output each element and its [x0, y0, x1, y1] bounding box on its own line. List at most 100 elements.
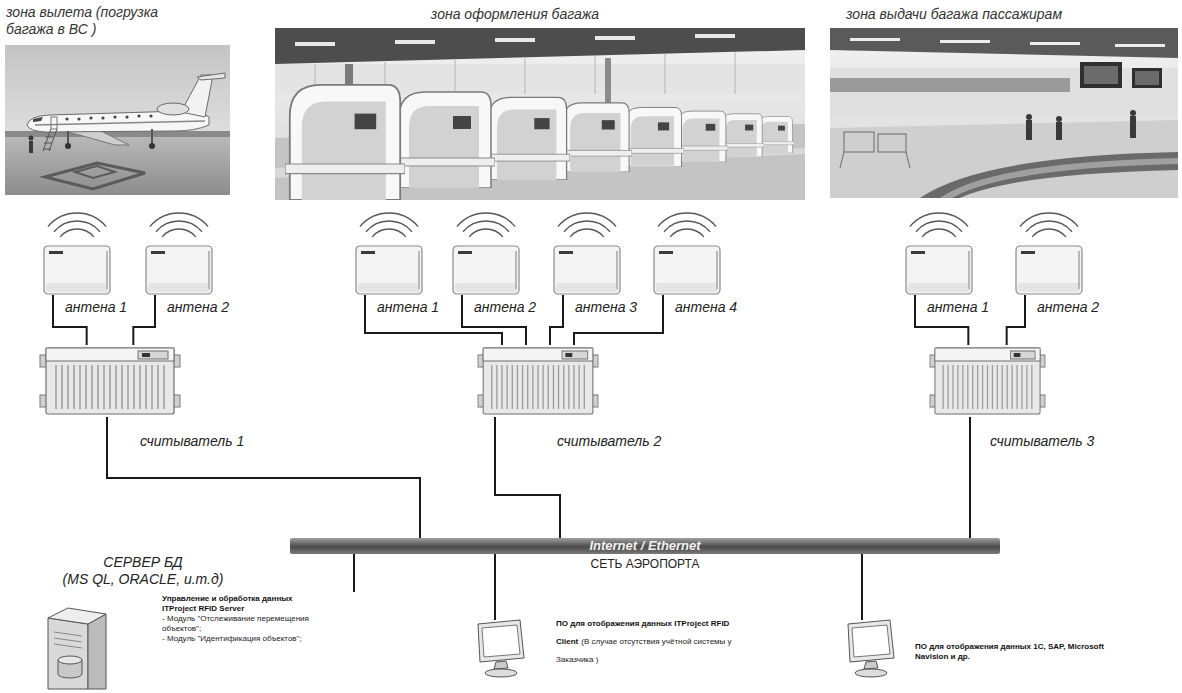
graphic-part — [139, 365, 141, 409]
graphic-part — [840, 152, 910, 168]
graphic-part — [85, 365, 87, 409]
graphic-part — [29, 141, 33, 153]
antenna-icon — [145, 245, 213, 295]
server-module: - Модуль "Идентификация объектов"; — [162, 634, 327, 644]
rfid-reader: считыватель 1 — [40, 345, 180, 417]
cable-connector — [494, 554, 496, 620]
cable-connector — [1007, 295, 1025, 345]
graphic-part — [48, 608, 106, 624]
graphic-part — [947, 365, 948, 409]
antenna-label: антена 2 — [474, 299, 536, 316]
graphic-part — [46, 283, 108, 292]
graphic-part — [595, 56, 596, 94]
graphic-part — [573, 365, 574, 409]
graphic-part — [485, 669, 517, 677]
zone-area: зона вылета (погрузка багажа в ВС ) — [4, 4, 232, 198]
radio-wave — [922, 229, 956, 237]
graphic-part — [97, 365, 99, 409]
graphic-part — [850, 38, 1165, 47]
graphic-part — [554, 246, 620, 294]
rfid-antenna: антена 2 — [145, 245, 213, 295]
server-description: Управление и обработка данных ITProject … — [162, 594, 327, 614]
antenna-label: антена 4 — [675, 299, 737, 316]
graphic-part — [908, 283, 970, 292]
graphic-part — [148, 283, 210, 292]
graphic-part — [844, 132, 874, 152]
graphic-part — [830, 78, 1070, 92]
graphic-part — [560, 103, 632, 172]
antenna-icon — [355, 245, 423, 295]
graphic-part — [982, 365, 983, 409]
text-group: Управление и обработка данных ITProject … — [162, 594, 327, 644]
graphic-part — [940, 158, 1178, 198]
radio-wave — [54, 221, 100, 232]
graphic-part — [75, 166, 115, 178]
graphic-part — [830, 28, 1178, 198]
radio-wave — [570, 229, 604, 237]
graphic-part — [275, 28, 805, 200]
rfid-antenna: антена 1 — [43, 245, 111, 295]
antenna-icon — [653, 245, 721, 295]
graphic-part — [418, 251, 420, 289]
graphic-part — [395, 92, 495, 188]
graphic-part — [1014, 353, 1021, 357]
text-group: ПО для отображения данных 1С, SAP, Micro… — [915, 642, 1105, 662]
graphic-part — [103, 365, 105, 409]
graphic-part — [496, 365, 497, 409]
graphic-part — [1115, 44, 1165, 47]
rfid-antenna: антена 1 — [905, 245, 973, 295]
graphic-part — [1016, 246, 1082, 294]
graphic-part — [1056, 122, 1062, 140]
graphic-part — [106, 251, 108, 289]
graphic-part — [61, 365, 63, 409]
graphic-part — [35, 121, 205, 125]
graphic-part — [675, 111, 728, 162]
graphic-part — [138, 351, 168, 359]
graphic-part — [943, 365, 944, 409]
graphic-part — [149, 114, 152, 117]
antenna-icon — [905, 245, 973, 295]
server-title: СЕРВЕР БД — [48, 554, 238, 571]
graphic-part — [482, 625, 520, 657]
graphic-part — [957, 365, 958, 409]
graphic-part — [151, 365, 153, 409]
graphic-part — [595, 36, 635, 40]
rfid-reader: считыватель 3 — [930, 345, 1045, 417]
graphic-part — [565, 353, 572, 357]
graphic-part — [51, 117, 57, 129]
graphic-part — [878, 134, 906, 152]
graphic-part — [992, 365, 993, 409]
graphic-part — [716, 251, 718, 289]
graphic-part — [584, 365, 585, 409]
radio-wave — [916, 221, 962, 232]
radio-wave — [457, 213, 515, 227]
graphic-part — [151, 129, 153, 145]
graphic-part — [735, 52, 736, 94]
graphic-part — [5, 45, 230, 195]
graphic-part — [54, 632, 82, 648]
graphic-part — [695, 34, 735, 38]
graphic-part — [830, 120, 1178, 198]
graphic-part — [972, 365, 973, 409]
graphic-part — [852, 625, 890, 657]
departure-photo — [5, 45, 230, 195]
graphic-part — [553, 365, 554, 409]
graphic-part — [1080, 62, 1122, 88]
graphic-part — [115, 365, 117, 409]
graphic-part — [850, 38, 900, 41]
graphic-part — [127, 365, 129, 409]
graphic-part — [997, 365, 998, 409]
graphic-part — [494, 661, 508, 669]
graphic-part — [935, 348, 1040, 414]
radio-wave — [463, 221, 509, 232]
graphic-part — [654, 246, 720, 294]
graphic-part — [562, 351, 588, 359]
graphic-part — [101, 116, 104, 119]
graphic-part — [622, 107, 684, 167]
graphic-part — [967, 365, 968, 409]
graphic-part — [67, 365, 69, 409]
radio-wave — [372, 229, 406, 237]
graphic-part — [864, 661, 878, 669]
